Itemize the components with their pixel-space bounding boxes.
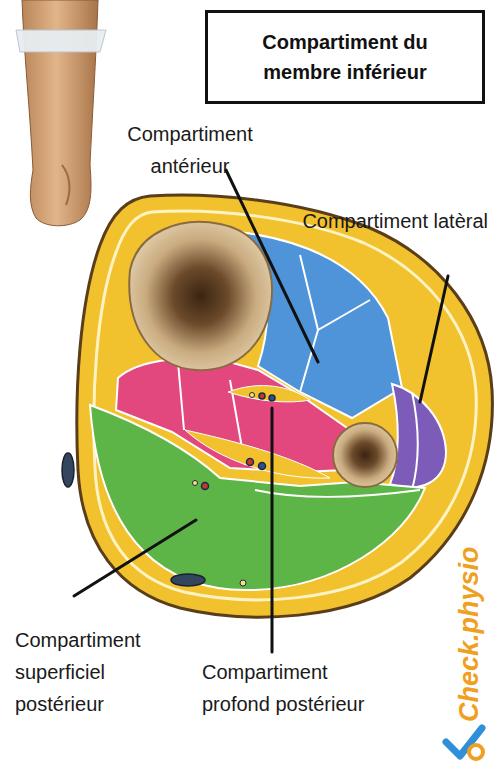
tendon-line bbox=[62, 165, 69, 205]
compartment-label: Compartiment superficiel postérieur bbox=[15, 624, 195, 720]
muscle-septa bbox=[412, 392, 418, 490]
nerve bbox=[250, 393, 255, 398]
vessel bbox=[247, 459, 254, 466]
fibula bbox=[333, 423, 397, 487]
logo-mark bbox=[446, 728, 483, 759]
tibia bbox=[129, 222, 272, 370]
vessel bbox=[269, 395, 275, 401]
leader-line bbox=[271, 408, 274, 652]
leg-thumbnail bbox=[16, 0, 106, 226]
vessel bbox=[259, 393, 265, 399]
muscle-septa bbox=[255, 490, 420, 497]
logo-ring bbox=[469, 745, 483, 759]
cross-section bbox=[62, 195, 492, 617]
leader-line bbox=[420, 276, 448, 402]
compartment-label: Compartiment antérieur bbox=[100, 118, 280, 182]
title-text: Compartiment du membre inférieur bbox=[230, 27, 460, 87]
vessel bbox=[259, 463, 266, 470]
leader-line bbox=[74, 520, 196, 596]
watermark: Check.physio bbox=[454, 546, 485, 722]
section-plane bbox=[16, 30, 106, 52]
vessels bbox=[62, 393, 275, 587]
vein bbox=[62, 453, 74, 487]
fat-strip bbox=[228, 386, 310, 402]
nerve bbox=[193, 481, 198, 486]
nerve bbox=[240, 580, 246, 586]
superficial-posterior-compartment bbox=[90, 405, 425, 590]
logo-check bbox=[446, 728, 482, 756]
title-box: Compartiment du membre inférieur bbox=[205, 10, 485, 104]
compartment-label: Compartiment profond postérieur bbox=[202, 656, 382, 720]
muscle-septa bbox=[300, 255, 370, 392]
compartment-label: Compartiment latèral bbox=[300, 205, 488, 237]
vessel bbox=[202, 483, 209, 490]
leader-line bbox=[226, 170, 318, 362]
leader-lines bbox=[74, 170, 448, 652]
vein bbox=[171, 574, 205, 586]
